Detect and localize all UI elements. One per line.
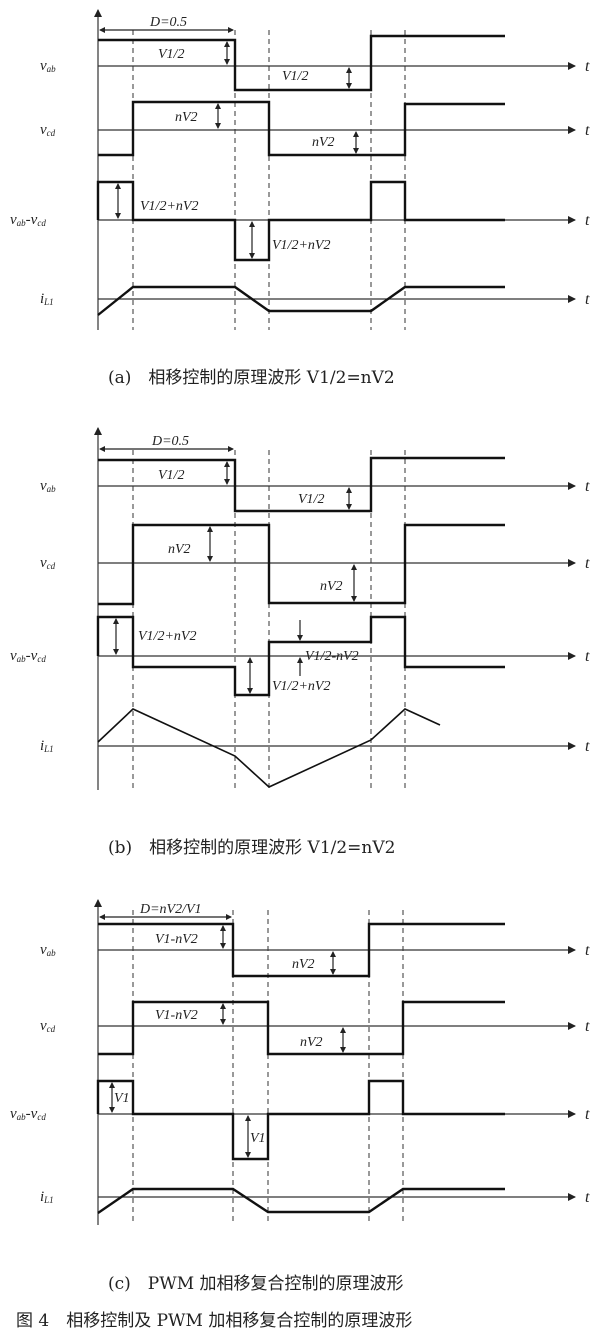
panel-c-vab-waveform — [98, 922, 505, 978]
panel-b-il1-waveform — [97, 708, 441, 788]
panel-c-vcd-waveform — [98, 1000, 505, 1056]
panel-a-label-il1: iL1 — [40, 291, 54, 307]
panel-a-annotation: V1/2 — [282, 69, 308, 84]
panel-a-annotation: nV2 — [175, 110, 198, 125]
panel-a-annotation: V1/2+nV2 — [140, 199, 198, 214]
t-label: t — [585, 738, 590, 755]
t-label: t — [585, 58, 590, 75]
t-label: t — [585, 478, 590, 495]
panel-a: t t t t D=0.5 vab vcd vab-vcd iL1 V1/2 V… — [10, 9, 590, 388]
panel-c-label-vcd: vcd — [40, 1018, 56, 1034]
panel-b-annotation: V1/2-nV2 — [305, 649, 359, 664]
panel-a-annotation: nV2 — [312, 135, 335, 150]
panel-b-label-il1: iL1 — [40, 738, 54, 754]
panel-a-vdiff-waveform — [96, 180, 505, 262]
panel-a-duty-label: D=0.5 — [149, 15, 187, 30]
panel-b-label-vab: vab — [40, 478, 56, 494]
t-label: t — [585, 291, 590, 308]
panel-b-label-vcd: vcd — [40, 555, 56, 571]
panel-c-label-vdiff: vab-vcd — [10, 1106, 46, 1122]
panel-c-annotation: V1 — [114, 1091, 130, 1106]
panel-a-vab-waveform — [98, 34, 505, 92]
panel-b-duty-label: D=0.5 — [151, 434, 189, 449]
panel-c-label-il1: iL1 — [40, 1189, 54, 1205]
panel-b-caption: (b) 相移控制的原理波形 V1/2=nV2 — [108, 838, 395, 858]
t-label: t — [585, 1018, 590, 1035]
panel-b-annotation: V1/2+nV2 — [138, 629, 196, 644]
panel-c-annotation: V1-nV2 — [155, 932, 198, 947]
panel-a-vcd-waveform — [98, 100, 505, 157]
panel-b-annotation: V1/2+nV2 — [272, 679, 330, 694]
panel-a-label-vab: vab — [40, 58, 56, 74]
panel-b-annotation: nV2 — [168, 542, 191, 557]
panel-b-vcd-waveform — [98, 523, 505, 606]
t-label: t — [585, 555, 590, 572]
panel-a-annotation: V1/2 — [158, 47, 184, 62]
panel-b-annotation: nV2 — [320, 579, 343, 594]
panel-a-label-vcd: vcd — [40, 122, 56, 138]
figure-caption: 图 4 相移控制及 PWM 加相移复合控制的原理波形 — [16, 1311, 412, 1331]
t-label: t — [585, 1106, 590, 1123]
panel-a-caption: (a) 相移控制的原理波形 V1/2=nV2 — [108, 368, 395, 388]
panel-c-annotation: nV2 — [292, 957, 315, 972]
panel-c-il1-waveform — [97, 1187, 505, 1214]
t-label: t — [585, 1189, 590, 1206]
t-label: t — [585, 212, 590, 229]
panel-c-caption: (c) PWM 加相移复合控制的原理波形 — [108, 1274, 404, 1294]
panel-b-annotation: V1/2 — [158, 468, 184, 483]
panel-c-vdiff-waveform — [96, 1079, 505, 1161]
panel-b-annotation: V1/2 — [298, 492, 324, 507]
panel-c-duty-label: D=nV2/V1 — [139, 902, 202, 917]
panel-c-annotation: V1-nV2 — [155, 1008, 198, 1023]
panel-a-il1-waveform — [97, 285, 505, 316]
panel-c-annotation: nV2 — [300, 1035, 323, 1050]
panel-b-vab-waveform — [98, 456, 505, 513]
panel-b-vdiff-waveform — [96, 615, 505, 697]
panel-b-label-vdiff: vab-vcd — [10, 648, 46, 664]
panel-c-annotation: V1 — [250, 1131, 266, 1146]
panel-b: t t t t D=0.5 vab vcd vab-vcd iL1 V1/2 V… — [10, 427, 590, 858]
t-label: t — [585, 648, 590, 665]
panel-c-label-vab: vab — [40, 942, 56, 958]
panel-c: t t t t D=nV2/V1 vab vcd vab-vcd iL1 V1-… — [10, 899, 590, 1294]
panel-a-annotation: V1/2+nV2 — [272, 238, 330, 253]
t-label: t — [585, 942, 590, 959]
t-label: t — [585, 122, 590, 139]
panel-a-label-vdiff: vab-vcd — [10, 212, 46, 228]
